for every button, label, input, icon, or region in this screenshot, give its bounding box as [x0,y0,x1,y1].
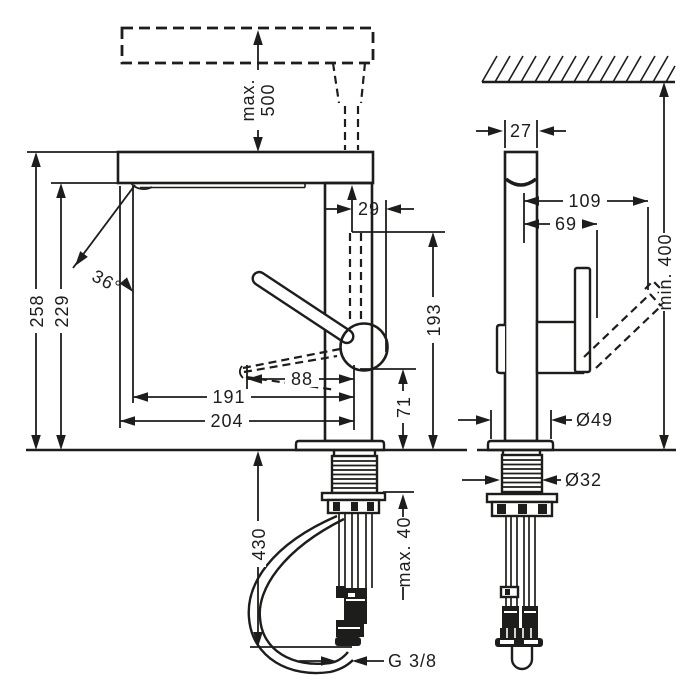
dim-label-430: 430 [249,527,269,560]
dim-label-191: 191 [212,387,245,407]
dim-label-193: 193 [424,303,444,336]
side-cartridge-body [495,266,663,375]
aerator-front [504,177,538,187]
dim-spout-offset-29: 29 [325,185,414,352]
dim-label-500: 500 [258,83,278,116]
side-body-column [503,150,539,443]
dim-hose-outlet-193: 193 [352,231,445,450]
dim-handle-reach-109: 109 [523,191,649,290]
front-view: max. 500 [26,26,467,675]
dim-label-229: 229 [52,294,72,327]
side-mounting-shank [485,450,559,606]
pivot-joint [339,322,389,372]
handle-lever [251,270,355,345]
wall-hatch [481,55,676,84]
dim-pullout-max-500: max. 500 [238,30,281,152]
dim-label-dia32: Ø32 [565,470,602,490]
dim-label-69: 69 [555,214,577,234]
dim-label-204: 204 [210,411,243,431]
dim-aerator-reach-191: 191 [133,387,354,407]
dim-label-29: 29 [358,199,380,219]
dim-hole-dia-32: Ø32 [462,470,602,490]
dim-handle-reach-88: 88 [247,369,354,389]
dim-label-258: 258 [27,294,47,327]
mounting-shank [320,450,387,588]
faucet-body-column [323,181,374,443]
side-view: min. 400 27 109 [458,55,676,671]
base-escutcheon [294,439,386,452]
dim-spout-height-229: 229 [51,182,117,450]
pullout-sprayhead-dashed [120,26,375,150]
dim-label-27: 27 [510,121,532,141]
dim-label-88: 88 [291,369,313,389]
supply-elbow-connector [335,586,367,646]
dim-swivel-angle-36: 36° [71,184,137,298]
side-handle-lever [573,266,592,374]
dim-label-max40: max. 40 [394,516,414,587]
dim-clearance-min400: min. 400 [655,82,675,450]
dim-label-71: 71 [394,396,414,418]
dim-body-height-71: 71 [360,368,416,450]
dim-handle-reach-69: 69 [524,214,598,318]
dim-hose-length-430: 430 [249,451,352,648]
dim-deck-thickness-max40: max. 40 [383,491,414,600]
dim-label-g38: G 3/8 [388,651,437,671]
dim-base-dia-49: Ø49 [458,410,613,439]
dim-label-max: max. [238,78,258,121]
side-base-escutcheon [486,439,555,452]
side-hose-connectors [495,585,543,671]
side-handle-lever-dashed [583,279,663,369]
dim-body-width-27: 27 [476,120,566,148]
dim-label-109: 109 [568,191,601,211]
hose-u-tab [510,647,534,671]
dim-total-height-258: 258 [27,151,117,450]
dim-supply-thread-g38: G 3/8 [299,651,437,671]
dim-spout-reach-204: 204 [120,411,354,431]
dim-label-min400: min. 400 [655,233,675,310]
spout [116,150,375,190]
dim-label-dia49: Ø49 [576,410,613,430]
